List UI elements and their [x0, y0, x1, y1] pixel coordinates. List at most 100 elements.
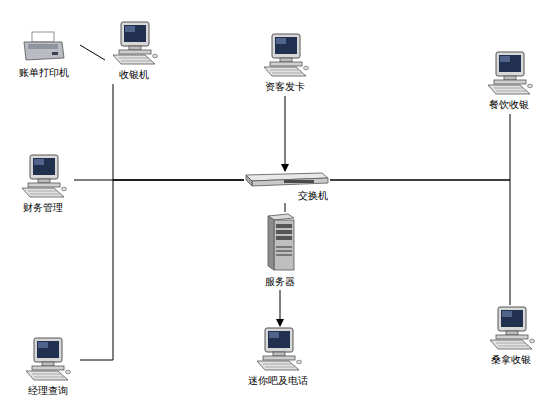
- network-device: 餐饮收银: [478, 50, 540, 114]
- icon-part: [22, 188, 64, 197]
- icon-part: [66, 370, 71, 374]
- icon-part: [32, 374, 61, 375]
- icon-part: [33, 158, 55, 175]
- icon-part: [500, 56, 510, 62]
- network-device: 账单打印机: [8, 30, 80, 80]
- device-label: 收银机: [105, 68, 163, 81]
- network-link: [330, 180, 510, 305]
- icon-part: [38, 342, 48, 348]
- icon-part: [502, 311, 512, 317]
- icon-part: [257, 361, 299, 370]
- network-device: 服务器: [258, 212, 302, 290]
- icon-part: [28, 44, 58, 49]
- icon-part: [119, 58, 148, 59]
- icon-part: [34, 377, 64, 378]
- icon-part: [34, 338, 62, 362]
- icon-part: [30, 155, 58, 179]
- device-icon: [18, 153, 68, 199]
- icon-part: [34, 159, 44, 165]
- icon-part: [113, 55, 155, 64]
- icon-part: [28, 191, 57, 192]
- icon-part: [499, 55, 521, 72]
- icon-part: [275, 37, 297, 54]
- icon-part: [496, 343, 525, 344]
- icon-part: [276, 236, 292, 240]
- icon-part: [264, 67, 306, 76]
- icon-part: [528, 84, 533, 88]
- network-device: 收银机: [105, 20, 163, 84]
- icon-part: [284, 180, 314, 183]
- icon-part: [37, 341, 59, 358]
- icon-part: [276, 38, 286, 44]
- network-device: 迷你吧及电话: [238, 326, 318, 390]
- icon-part: [42, 362, 54, 366]
- network-device: 经理查询: [15, 336, 80, 398]
- network-link: [280, 290, 281, 326]
- icon-part: [297, 360, 302, 364]
- icon-part: [38, 179, 50, 183]
- device-label: 资客发卡: [255, 80, 315, 93]
- icon-part: [270, 70, 299, 71]
- icon-part: [153, 54, 158, 58]
- icon-part: [26, 371, 68, 380]
- network-device: 桑拿收银: [478, 305, 543, 369]
- icon-part: [24, 42, 64, 60]
- icon-part: [496, 335, 528, 339]
- device-label: 迷你吧及电话: [238, 374, 318, 387]
- icon-part: [246, 175, 252, 186]
- icon-part: [280, 58, 292, 62]
- icon-part: [504, 76, 516, 80]
- network-link: [285, 203, 286, 212]
- icon-part: [276, 250, 292, 252]
- icon-part: [265, 328, 293, 352]
- device-label: 服务器: [258, 275, 302, 288]
- icon-part: [272, 34, 300, 58]
- device-label: 财务管理: [12, 201, 74, 214]
- device-icon: [264, 212, 296, 272]
- icon-part: [490, 340, 532, 349]
- device-label: 餐饮收银: [478, 98, 540, 111]
- network-device: 财务管理: [12, 153, 74, 217]
- device-label: 桑拿收银: [478, 353, 543, 366]
- icon-part: [125, 26, 135, 32]
- icon-part: [496, 91, 526, 92]
- device-icon: [253, 326, 303, 372]
- icon-part: [121, 61, 151, 62]
- icon-part: [501, 310, 523, 327]
- icon-part: [32, 366, 64, 370]
- icon-part: [494, 80, 526, 84]
- device-icon: [486, 305, 536, 351]
- network-link: [330, 114, 510, 180]
- device-icon: [109, 20, 159, 66]
- icon-part: [270, 62, 302, 66]
- icon-part: [530, 339, 535, 343]
- icon-part: [263, 356, 295, 360]
- network-link: [80, 45, 105, 60]
- device-icon: [244, 171, 330, 187]
- network-link: [113, 84, 244, 180]
- icon-part: [263, 364, 292, 365]
- icon-part: [276, 230, 292, 234]
- icon-part: [265, 367, 295, 368]
- icon-part: [498, 346, 528, 347]
- icon-part: [498, 307, 526, 331]
- icon-part: [272, 73, 302, 74]
- network-link: [80, 180, 244, 360]
- icon-part: [268, 216, 274, 270]
- icon-part: [276, 246, 292, 248]
- icon-part: [30, 194, 60, 195]
- icon-part: [274, 220, 294, 270]
- icon-part: [28, 183, 60, 187]
- icon-part: [52, 52, 58, 55]
- icon-part: [494, 88, 523, 89]
- network-link: [285, 96, 286, 171]
- icon-part: [32, 32, 54, 42]
- icon-part: [252, 178, 328, 186]
- icon-part: [269, 332, 279, 338]
- network-device: 交换机: [244, 171, 330, 203]
- device-icon: [260, 32, 310, 78]
- icon-part: [273, 352, 285, 356]
- icon-part: [488, 85, 530, 94]
- icon-part: [496, 52, 524, 76]
